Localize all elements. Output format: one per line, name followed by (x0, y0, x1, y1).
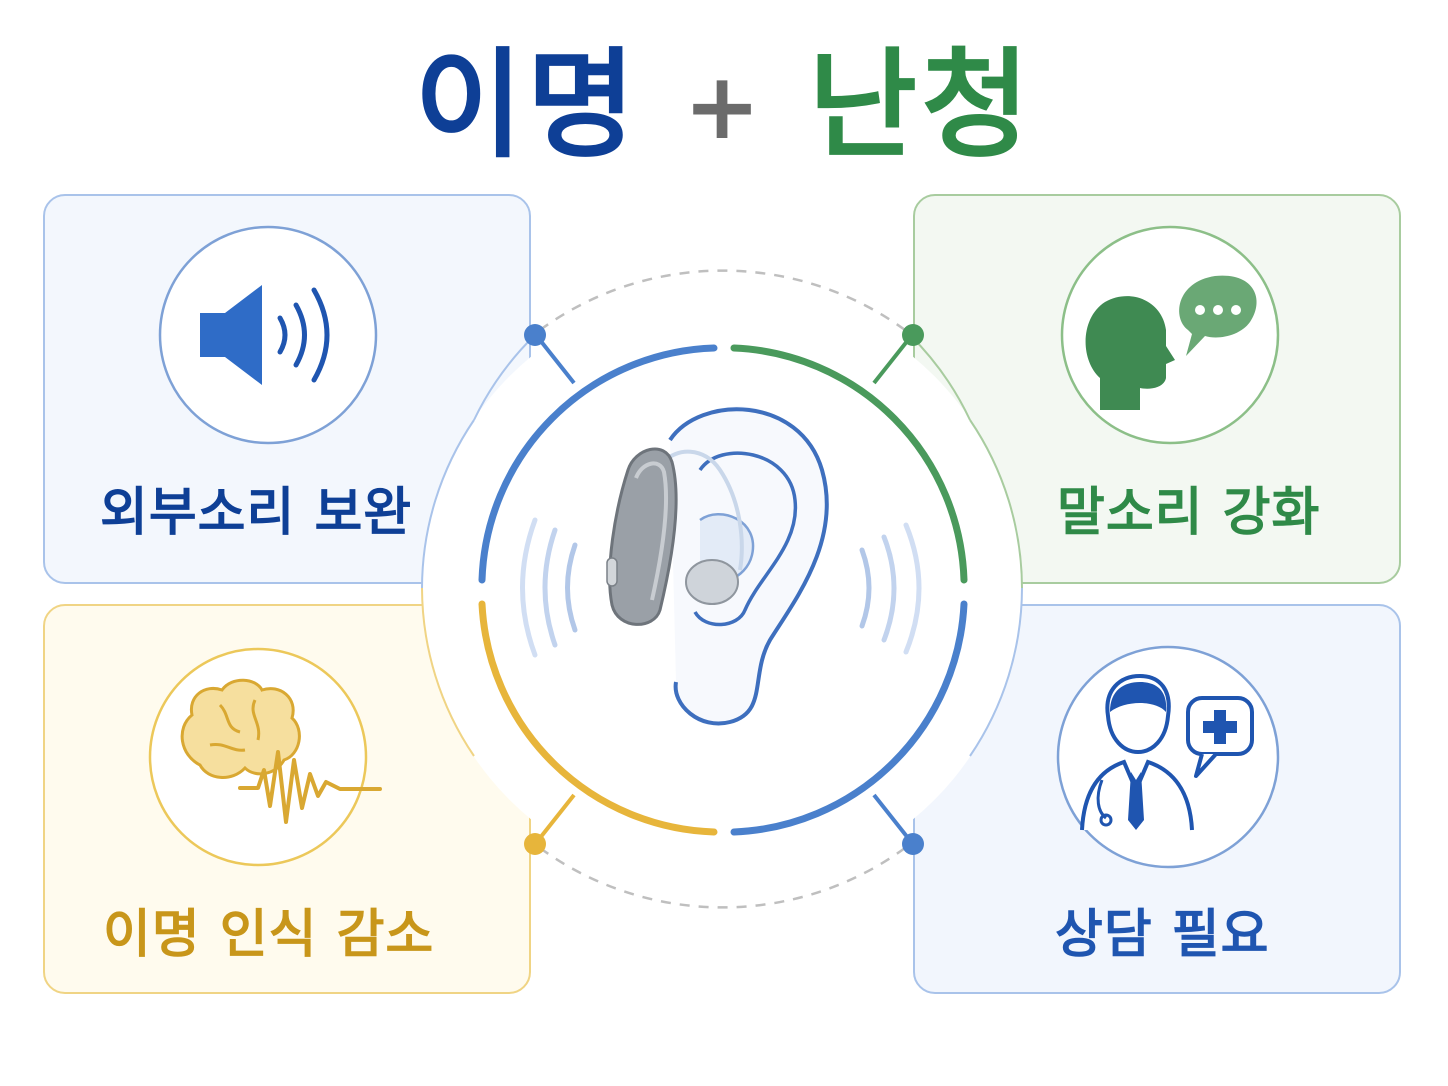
label-tinnitus-reduction: 이명 인식 감소 (103, 905, 435, 965)
title-tinnitus: 이명 (414, 36, 640, 174)
label-consultation: 상담 필요 (1055, 905, 1270, 965)
hearing-aid-ear-icon (520, 406, 922, 726)
outer-ring-arc-left-top (421, 419, 475, 589)
title-plus: + (683, 53, 765, 160)
brain-wave-icon (180, 678, 382, 824)
doctor-consult-icon (1080, 673, 1254, 831)
label-external-sound: 외부소리 보완 (100, 483, 413, 543)
ring-segment-blue-bottom (730, 600, 968, 836)
outer-ring-arc-left-bottom (421, 587, 475, 757)
dashed-arc-bottom (539, 846, 906, 909)
page-title: 이명 + 난청 (0, 30, 1448, 182)
icon-circle-tl (158, 225, 378, 445)
title-hearing-loss: 난청 (808, 36, 1034, 174)
connector-br (872, 793, 914, 845)
speaker-icon (200, 285, 330, 385)
connector-dot-tl (524, 324, 546, 346)
outer-ring-arc-right-top (969, 419, 1023, 589)
ring-segment-green (730, 344, 968, 584)
connector-bl (534, 793, 576, 845)
connector-dot-br (902, 833, 924, 855)
ring-segment-blue (478, 344, 718, 584)
outer-ring-arc-right-bottom (969, 587, 1023, 757)
connector-dot-bl (524, 833, 546, 855)
icon-circle-br (1056, 645, 1280, 869)
ring-segment-gold (478, 600, 718, 836)
connector-dot-tr (902, 324, 924, 346)
dashed-arc-top (539, 269, 906, 332)
label-speech-enhance: 말소리 강화 (1057, 483, 1321, 543)
speaking-head-icon (1085, 275, 1257, 410)
